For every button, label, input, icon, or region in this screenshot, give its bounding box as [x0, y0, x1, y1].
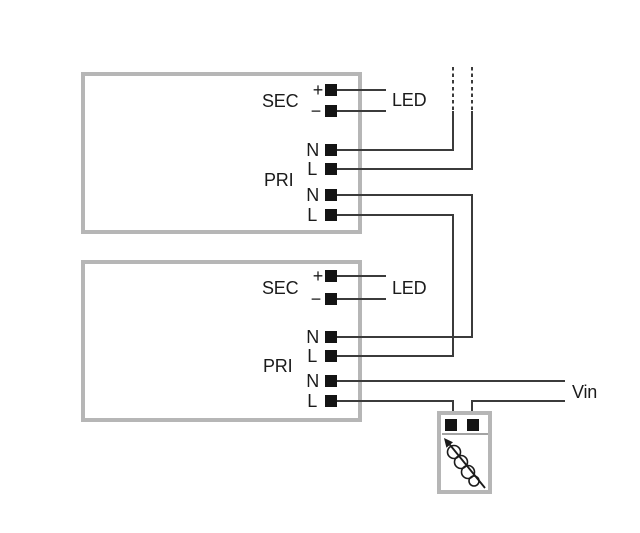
driver1-plus-label: +	[312, 80, 324, 100]
wire-d2-led-minus	[337, 298, 386, 300]
wire-d2-n1-h	[337, 336, 473, 338]
driver1-led-label: LED	[392, 90, 427, 110]
driver1-sec-label: SEC	[262, 91, 299, 111]
driver1-terminal-l1	[325, 163, 337, 175]
driver2-terminal-n2	[325, 375, 337, 387]
wire-dimmer-left-drop	[452, 400, 454, 420]
driver2-terminal-plus	[325, 270, 337, 282]
driver1-l2-label: L	[307, 205, 317, 225]
driver1-l1-label: L	[307, 159, 317, 179]
driver2-terminal-l2	[325, 395, 337, 407]
wire-d1-n2-h	[337, 194, 473, 196]
wire-d1l2-to-d2l1-v	[452, 214, 454, 357]
wire-d1-n1-h	[337, 149, 454, 151]
dimmer-divider	[442, 433, 488, 435]
wire-d1-l1-dashed-continuation	[471, 67, 473, 111]
wire-d1-l2-h	[337, 214, 454, 216]
driver1-minus-label: −	[310, 101, 322, 121]
driver1-n1-label: N	[306, 140, 319, 160]
driver1-terminal-minus	[325, 105, 337, 117]
driver1-terminal-l2	[325, 209, 337, 221]
driver2-led-label: LED	[392, 278, 427, 298]
driver1-n2-label: N	[306, 185, 319, 205]
driver2-l2-label: L	[307, 391, 317, 411]
wire-d2-l2-h	[337, 400, 454, 402]
driver2-sec-label: SEC	[262, 278, 299, 298]
dimmer-terminal-left	[445, 419, 457, 431]
wire-d1-n1-v	[452, 111, 454, 151]
wire-d1n2-to-d2n1-v	[471, 194, 473, 338]
wire-d1-l1-h	[337, 168, 473, 170]
driver2-terminal-n1	[325, 331, 337, 343]
wire-d1-n1-dashed-continuation	[452, 67, 454, 111]
wire-d2-l1-h	[337, 355, 454, 357]
wire-dimmer-to-vin	[471, 400, 565, 402]
driver2-pri-label: PRI	[263, 356, 293, 376]
driver2-plus-label: +	[312, 266, 324, 286]
driver2-n2-label: N	[306, 371, 319, 391]
dimmer-icon	[444, 438, 486, 489]
dimmer-terminal-right	[467, 419, 479, 431]
wire-d1-l1-v	[471, 111, 473, 170]
wire-d1-led-minus	[337, 110, 386, 112]
wire-dimmer-right-rise	[471, 400, 473, 420]
driver2-box	[81, 260, 362, 422]
driver1-terminal-n1	[325, 144, 337, 156]
driver2-l1-label: L	[307, 346, 317, 366]
wire-d1-led-plus	[337, 89, 386, 91]
driver2-terminal-l1	[325, 350, 337, 362]
wire-d2-n2-to-vin	[337, 380, 565, 382]
driver2-minus-label: −	[310, 289, 322, 309]
driver1-terminal-plus	[325, 84, 337, 96]
driver1-box	[81, 72, 362, 234]
driver1-pri-label: PRI	[264, 170, 294, 190]
vin-label: Vin	[572, 382, 598, 402]
driver1-terminal-n2	[325, 189, 337, 201]
wire-d2-led-plus	[337, 275, 386, 277]
driver2-n1-label: N	[306, 327, 319, 347]
driver2-terminal-minus	[325, 293, 337, 305]
